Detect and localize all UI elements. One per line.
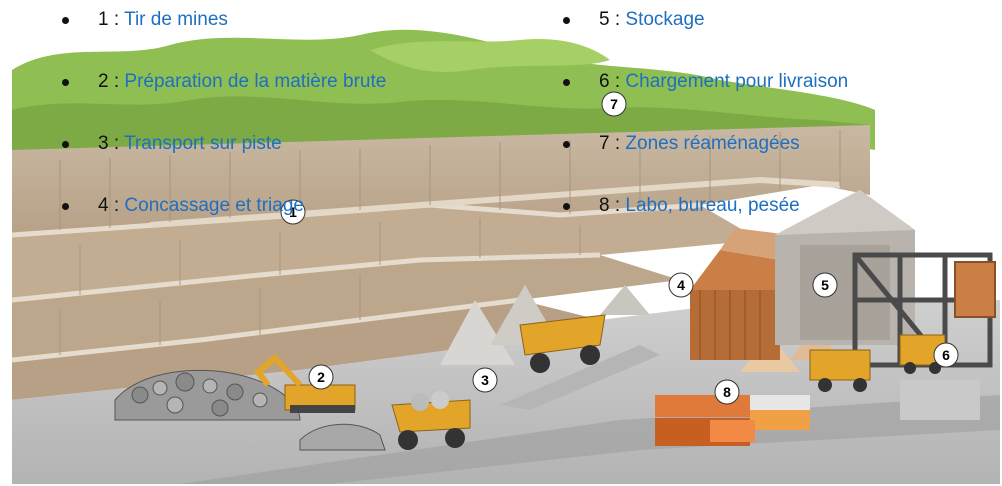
- svg-text:1: 1: [289, 204, 297, 220]
- svg-text:7: 7: [610, 96, 618, 112]
- legend-number: 3 :: [98, 133, 125, 154]
- marker-7: 7: [601, 91, 627, 117]
- legend-link[interactable]: Zones réaménagées: [625, 133, 800, 154]
- marker-2: 2: [308, 364, 334, 390]
- ramp: [500, 345, 660, 410]
- bullet-icon: [62, 203, 69, 210]
- svg-text:5: 5: [821, 277, 829, 293]
- svg-text:4: 4: [677, 277, 685, 293]
- delivery-truck: [809, 349, 871, 392]
- marker-6: 6: [933, 342, 959, 368]
- marker-4: 4: [668, 272, 694, 298]
- marker-5: 5: [812, 272, 838, 298]
- legend-number: 1 :: [98, 9, 125, 30]
- svg-text:3: 3: [481, 372, 489, 388]
- svg-text:2: 2: [317, 369, 325, 385]
- rock-pile: [114, 369, 386, 451]
- bullet-icon: [563, 203, 570, 210]
- excavator: [253, 353, 356, 413]
- legend-link[interactable]: Concassage et triage: [124, 195, 304, 216]
- dump-truck: [391, 391, 471, 450]
- legend-number: 4 :: [98, 195, 125, 216]
- bullet-icon: [563, 141, 570, 148]
- bullet-icon: [62, 141, 69, 148]
- legend-link[interactable]: Chargement pour livraison: [625, 71, 849, 92]
- legend-link[interactable]: Transport sur piste: [124, 133, 282, 154]
- legend-number: 7 :: [599, 133, 626, 154]
- marker-1: 1: [280, 199, 306, 225]
- bullet-icon: [563, 17, 570, 24]
- bullet-icon: [62, 79, 69, 86]
- office-buildings: [655, 380, 980, 446]
- marker-3: 3: [472, 367, 498, 393]
- legend-link[interactable]: Labo, bureau, pesée: [625, 195, 800, 216]
- legend-number: 5 :: [599, 9, 626, 30]
- legend-number: 8 :: [599, 195, 626, 216]
- dump-truck: [519, 314, 606, 373]
- legend-number: 6 :: [599, 71, 626, 92]
- legend-link[interactable]: Préparation de la matière brute: [124, 71, 387, 92]
- number-markers: 1 2 3 4 5 6 7 8: [280, 91, 959, 405]
- marker-8: 8: [714, 379, 740, 405]
- bullet-icon: [62, 17, 69, 24]
- legend-link[interactable]: Stockage: [625, 9, 705, 30]
- crusher-building: [690, 228, 790, 360]
- bullet-icon: [563, 79, 570, 86]
- svg-text:6: 6: [942, 347, 950, 363]
- legend-number: 2 :: [98, 71, 125, 92]
- svg-text:8: 8: [723, 384, 731, 400]
- legend-link[interactable]: Tir de mines: [124, 9, 228, 30]
- cliff: [11, 125, 870, 400]
